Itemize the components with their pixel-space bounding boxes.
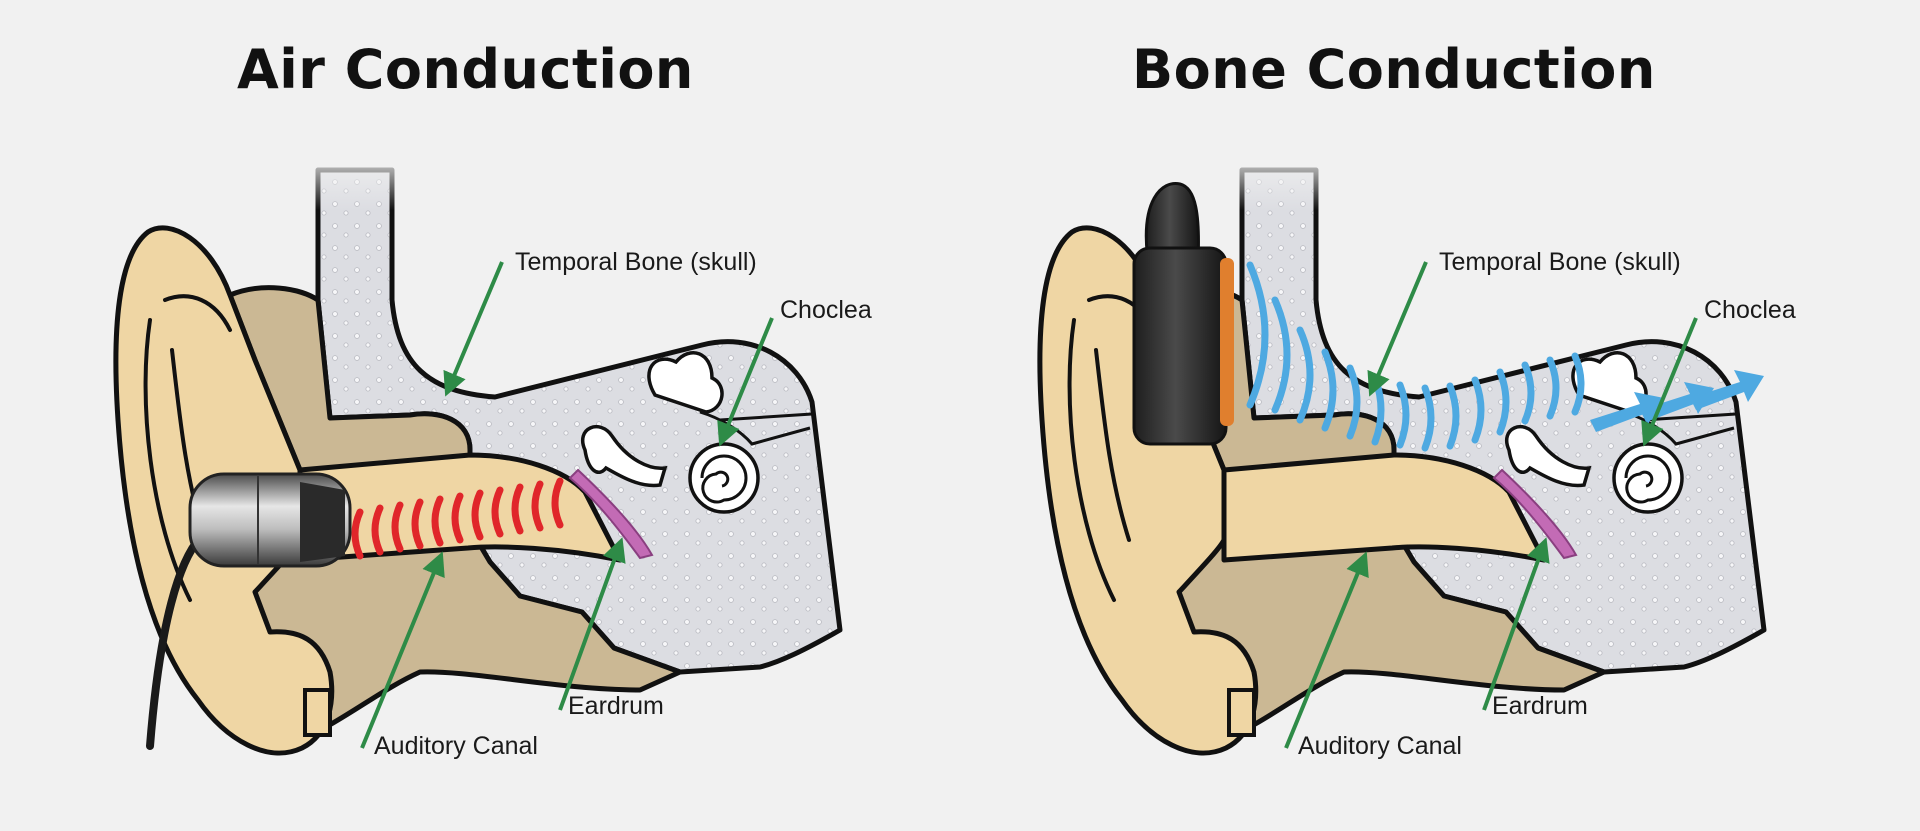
bone-pointer-arrows	[1284, 261, 1698, 749]
air-label-auditory-canal: Auditory Canal	[374, 732, 538, 760]
bone-label-temporal-bone: Temporal Bone (skull)	[1439, 248, 1681, 276]
bone-label-cochlea: Choclea	[1704, 296, 1796, 324]
air-conduction-panel: Temporal Bone (skull) Choclea Eardrum Au…	[116, 150, 872, 760]
earbud	[146, 472, 352, 750]
bone-conduction-headset	[1132, 182, 1234, 446]
bone-conduction-panel: Temporal Bone (skull) Choclea Eardrum Au…	[1040, 150, 1796, 760]
bone-label-auditory-canal: Auditory Canal	[1298, 732, 1462, 760]
air-conduction-title: Air Conduction	[237, 38, 694, 101]
air-sound-waves	[351, 477, 564, 560]
air-label-cochlea: Choclea	[780, 296, 872, 324]
bone-label-eardrum: Eardrum	[1492, 692, 1588, 720]
air-label-temporal-bone: Temporal Bone (skull)	[515, 248, 757, 276]
bone-conduction-title: Bone Conduction	[1132, 38, 1656, 101]
air-pointer-arrows	[360, 261, 774, 749]
air-label-eardrum: Eardrum	[568, 692, 664, 720]
bone-vibration-waves	[1246, 261, 1585, 452]
